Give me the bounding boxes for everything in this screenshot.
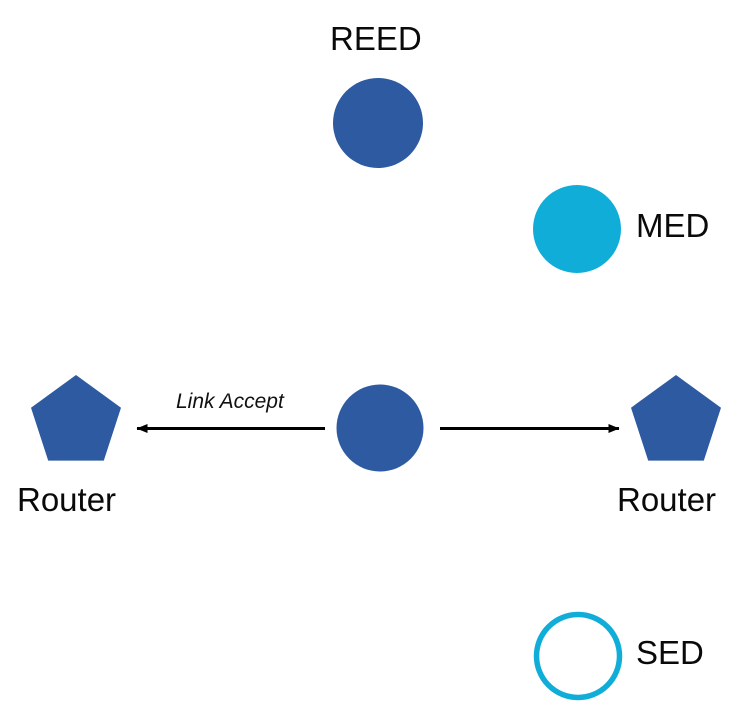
node-router-left-pentagon[interactable] [31, 375, 121, 461]
node-router-right-pentagon[interactable] [631, 375, 721, 461]
node-sed-circle[interactable] [533, 611, 623, 701]
node-label-sed: SED [636, 634, 704, 671]
node-label-reed: REED [330, 20, 422, 57]
node-label-med: MED [636, 207, 710, 244]
node-med-circle[interactable] [533, 185, 621, 273]
node-leader-circle[interactable] [336, 384, 424, 472]
node-label-router-left: Router [17, 481, 117, 518]
node-label-router-right: Router [617, 481, 717, 518]
node-reed-circle[interactable] [333, 78, 423, 168]
edge-label-link-accept: Link Accept [176, 390, 284, 413]
